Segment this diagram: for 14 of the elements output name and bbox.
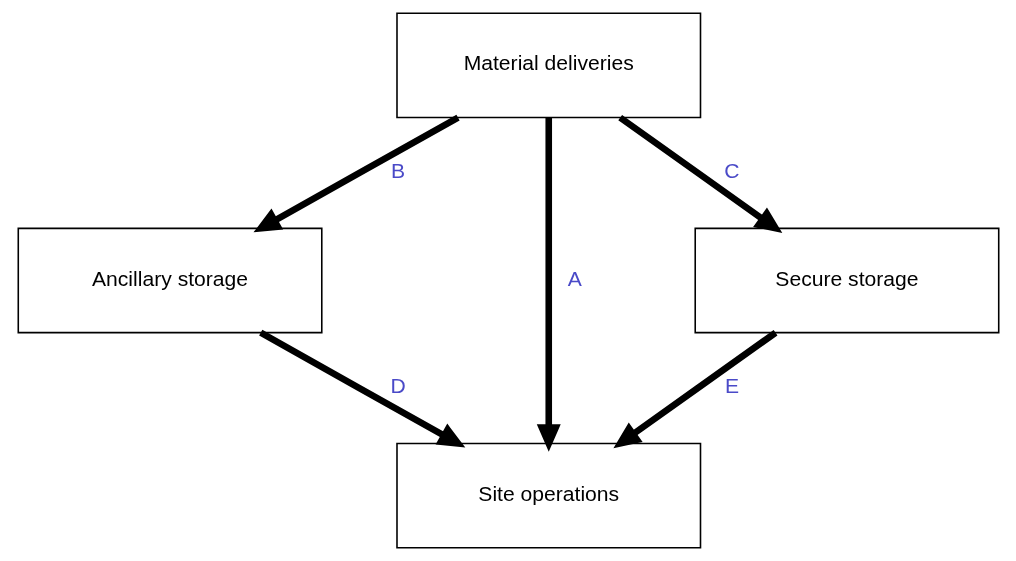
edge-label: A	[567, 266, 582, 290]
edge-label: D	[389, 374, 406, 398]
edge-label: E	[724, 374, 739, 398]
node-box: Material deliveries	[395, 12, 701, 119]
node-box: Secure storage	[693, 227, 999, 334]
edge-label: B	[390, 158, 405, 182]
arrow	[252, 114, 460, 233]
arrow	[536, 117, 561, 452]
arrow	[617, 114, 782, 234]
edge-label: C	[723, 158, 739, 182]
arrow	[258, 329, 465, 448]
arrow	[612, 330, 777, 449]
node-box: Site operations	[395, 442, 701, 549]
node-box: Ancillary storage	[17, 227, 323, 334]
